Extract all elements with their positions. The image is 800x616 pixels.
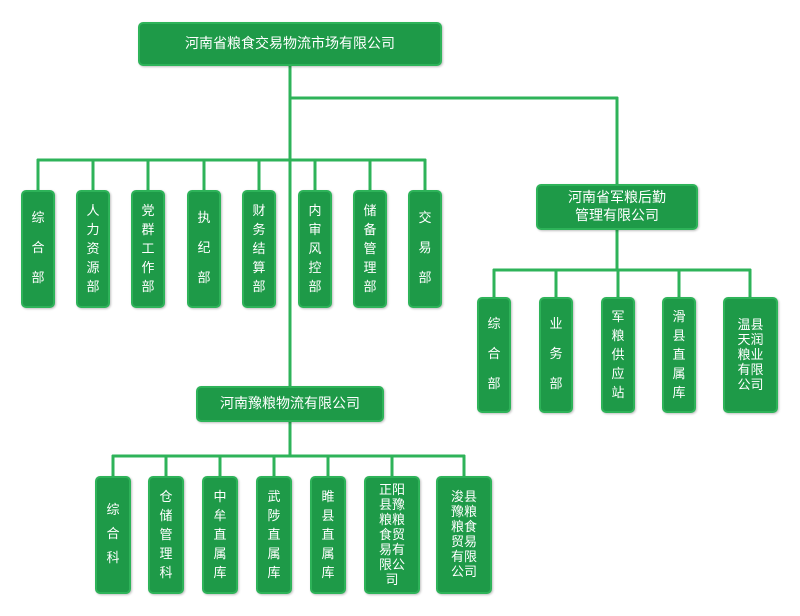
- dept-node: 交易部: [408, 190, 442, 308]
- dept-label: 内审风控部: [308, 203, 322, 295]
- sub2-child-node: 睢县直属库: [310, 476, 346, 594]
- dept-node: 人力资源部: [76, 190, 110, 308]
- sub1-child-label: 滑县直属库: [672, 309, 686, 401]
- sub2-child-label: 浚县豫粮粮食贸易有限公司: [450, 490, 477, 580]
- sub1-child-label: 业务部: [549, 317, 563, 392]
- sub2-child-label: 仓储管理科: [159, 489, 173, 581]
- sub2-child-node: 仓储管理科: [148, 476, 184, 594]
- sub2-child-node: 武陟直属库: [256, 476, 292, 594]
- sub2-child-label: 正阳县豫粮粮食贸易有限公司: [378, 482, 405, 588]
- sub2-child-node: 正阳县豫粮粮食贸易有限公司: [364, 476, 420, 594]
- root-node: 河南省粮食交易物流市场有限公司: [138, 22, 442, 66]
- sub2-child-label: 睢县直属库: [321, 489, 335, 581]
- sub2-child-label: 综合科: [106, 503, 120, 566]
- dept-label: 人力资源部: [86, 203, 100, 295]
- root-label: 河南省粮食交易物流市场有限公司: [185, 36, 395, 52]
- sub2-child-node: 中牟直属库: [202, 476, 238, 594]
- sub1-child-node: 业务部: [539, 297, 573, 413]
- subsidiary-label-line: 河南省军粮后勤: [568, 190, 666, 206]
- dept-label: 党群工作部: [141, 203, 155, 295]
- dept-node: 执纪部: [187, 190, 221, 308]
- dept-label: 执纪部: [197, 211, 211, 286]
- dept-label: 财务结算部: [252, 203, 266, 295]
- dept-node: 综合部: [21, 190, 55, 308]
- sub1-child-node: 滑县直属库: [662, 297, 696, 413]
- dept-node: 内审风控部: [298, 190, 332, 308]
- dept-label: 交易部: [418, 211, 432, 286]
- sub1-child-node: 温县天润粮业有限公司: [723, 297, 778, 413]
- sub1-child-label: 军粮供应站: [611, 309, 625, 401]
- sub1-child-node: 军粮供应站: [601, 297, 635, 413]
- sub1-child-node: 综合部: [477, 297, 511, 413]
- dept-label: 综合部: [31, 211, 45, 286]
- subsidiary-node-yuliang: 河南豫粮物流有限公司: [196, 386, 384, 422]
- sub1-child-label: 综合部: [487, 317, 501, 392]
- sub2-child-label: 武陟直属库: [267, 489, 281, 581]
- dept-node: 党群工作部: [131, 190, 165, 308]
- sub2-child-label: 中牟直属库: [213, 489, 227, 581]
- sub1-child-label: 温县天润粮业有限公司: [737, 317, 764, 393]
- subsidiary-label-line: 管理有限公司: [575, 208, 659, 224]
- subsidiary-label: 河南豫粮物流有限公司: [220, 396, 360, 412]
- sub2-child-node: 浚县豫粮粮食贸易有限公司: [436, 476, 492, 594]
- dept-node: 财务结算部: [242, 190, 276, 308]
- subsidiary-node-junliang: 河南省军粮后勤 管理有限公司: [536, 184, 698, 230]
- sub2-child-node: 综合科: [95, 476, 131, 594]
- dept-label: 储备管理部: [363, 203, 377, 295]
- dept-node: 储备管理部: [353, 190, 387, 308]
